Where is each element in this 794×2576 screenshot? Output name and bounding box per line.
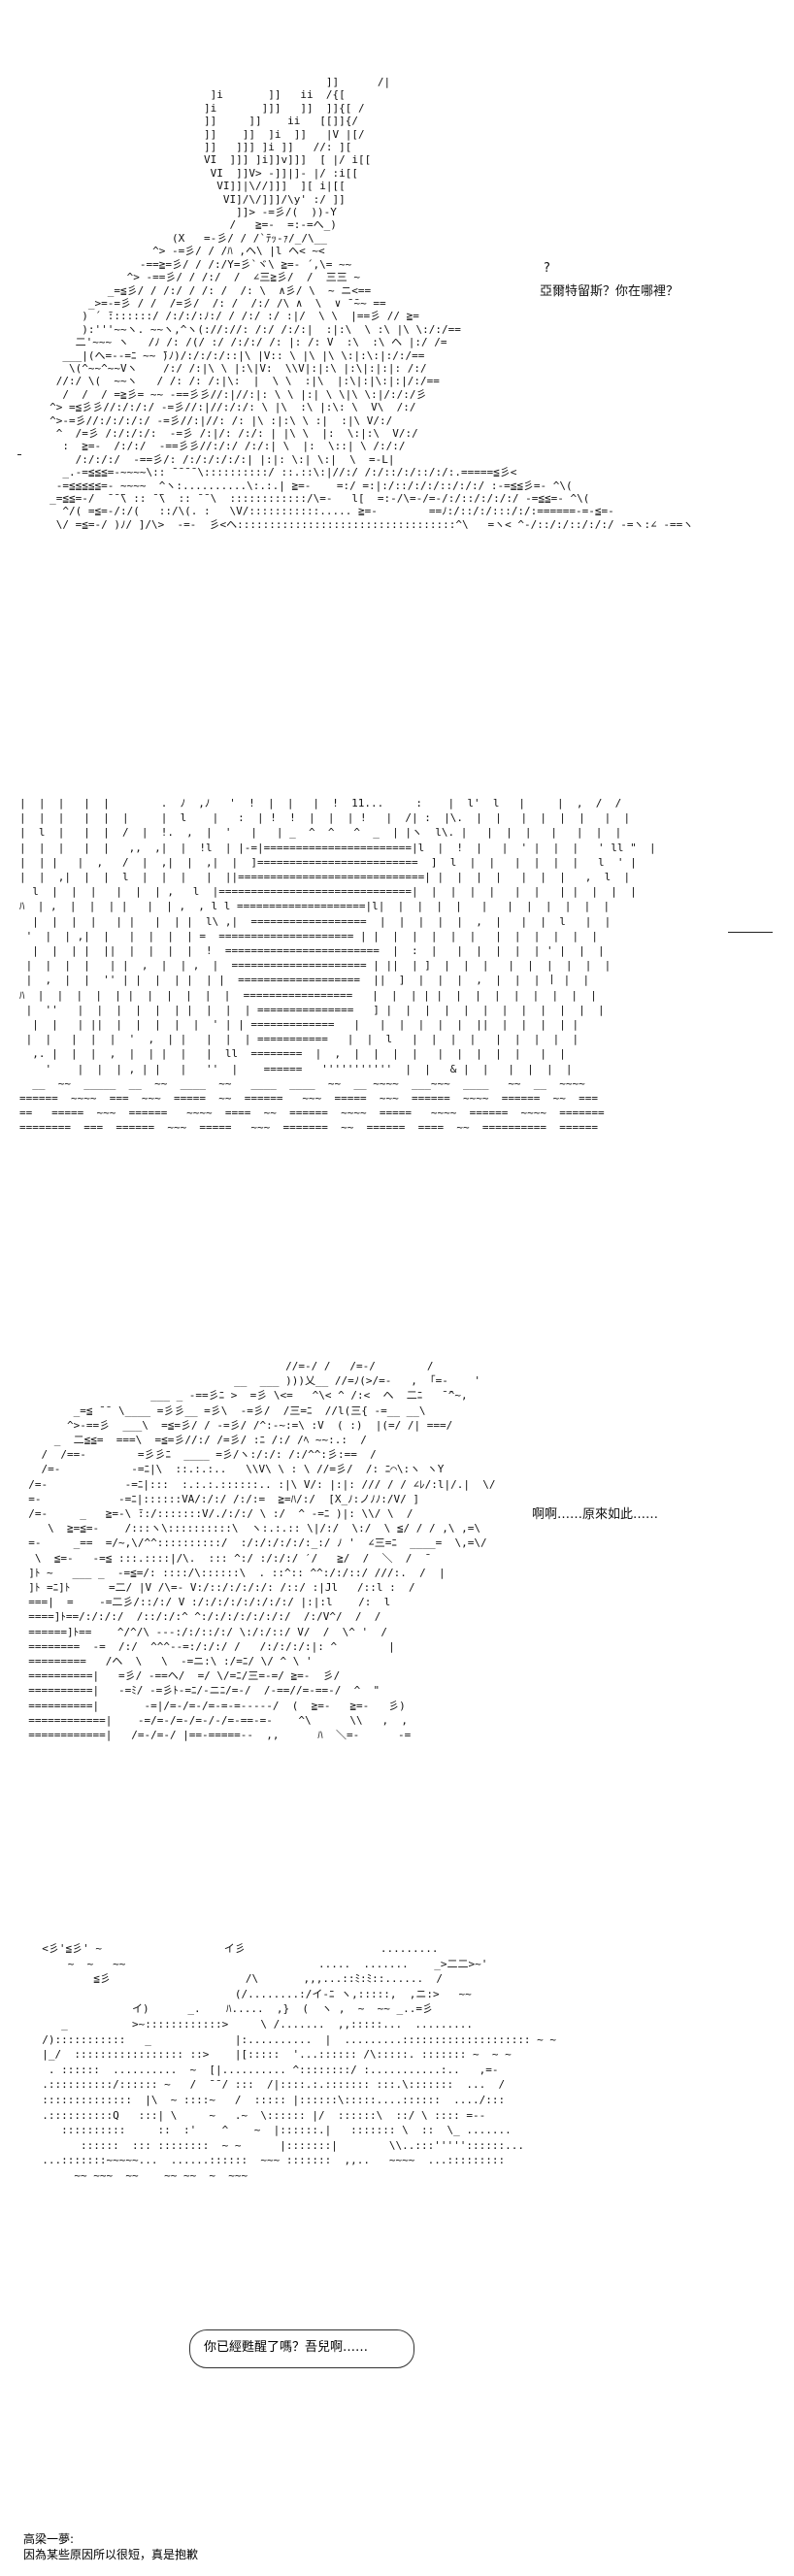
- ascii-art-fallen-knight: //=-/ / /=-/ / __ ___ )))乂__ //=ﾉ(>/=- ,…: [28, 1360, 496, 1742]
- divider-dash: [17, 454, 21, 455]
- dialog-line-where-are-you: 亞爾特留斯？你在哪裡？: [540, 284, 679, 299]
- panel-2: | | | | | . ﾉ ,ﾉ ' ! | | | ! 11... : | l…: [0, 796, 794, 1204]
- ascii-art-armored-knight: ]] /| ]i ]] ii /{[ ]i ]]] ]] ]]{[ / ]] ]…: [50, 76, 694, 531]
- panel-3: //=-/ / /=-/ / __ ___ )))乂__ //=ﾉ(>/=- ,…: [0, 1359, 794, 1825]
- speech-bubble-text: 你已經甦醒了嗎？吾兒啊……: [204, 2340, 369, 2355]
- dialog-line-i-see: 啊啊……原來如此……: [532, 1507, 659, 1522]
- speech-bubble: 你已經甦醒了嗎？吾兒啊……: [189, 2329, 414, 2368]
- divider-dash: [728, 932, 773, 933]
- ascii-art-sky-figure: <彡'≦彡' ~ イ彡 ......... ~ ~ ~~ ..... .....…: [42, 1942, 557, 2182]
- author-name: 高梁一夢:: [23, 2532, 75, 2546]
- author-note: 高梁一夢: 因為某些原因所以很短，真是抱歉: [23, 2531, 198, 2562]
- author-apology: 因為某些原因所以很短，真是抱歉: [23, 2548, 199, 2561]
- question-mark-text: ?: [544, 261, 550, 276]
- panel-1: ]] /| ]i ]] ii /{[ ]i ]]] ]] ]]{[ / ]] ]…: [0, 0, 794, 679]
- ascii-art-forest-scene: | | | | | . ﾉ ,ﾉ ' ! | | | ! 11... : | l…: [19, 797, 656, 1135]
